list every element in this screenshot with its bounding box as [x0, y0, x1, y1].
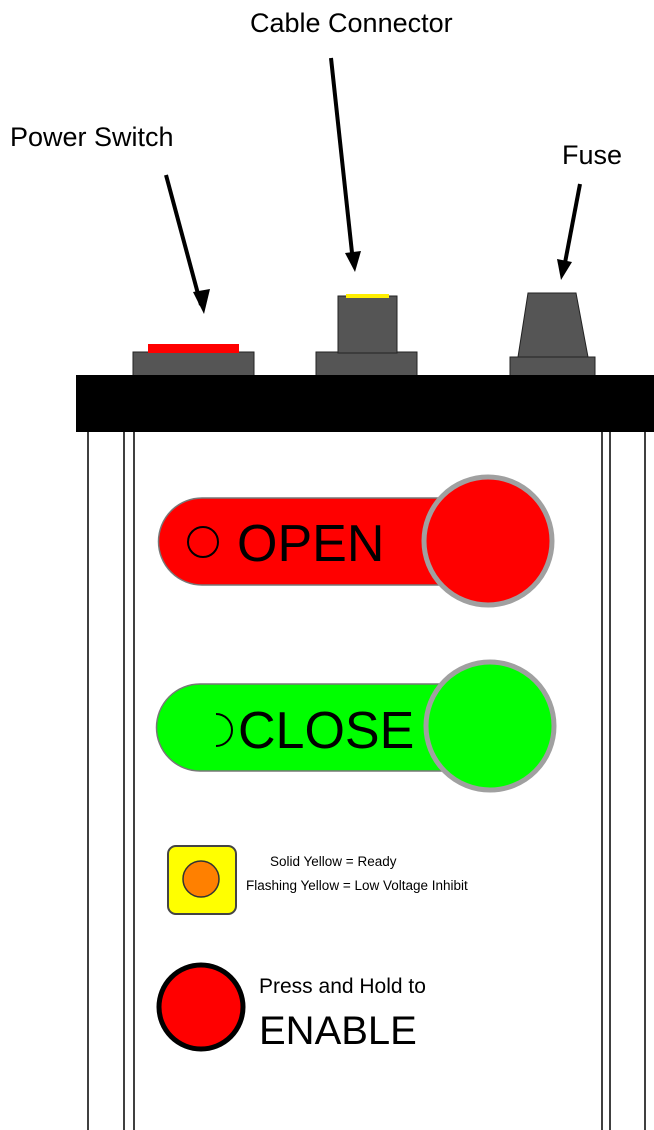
status-indicator: Solid Yellow = Ready Flashing Yellow = L…: [167, 845, 468, 915]
status-lamp: [182, 860, 220, 898]
fuse-label: Fuse: [562, 140, 623, 170]
open-knob[interactable]: [421, 474, 555, 608]
enable-button[interactable]: Press and Hold to ENABLE: [156, 962, 426, 1053]
cable-connector: [315, 294, 418, 377]
indicator-solid-text: Solid Yellow = Ready: [270, 854, 397, 869]
close-button[interactable]: CLOSE: [155, 659, 557, 793]
fuse: [509, 292, 596, 377]
close-indicator-arc: [215, 713, 233, 747]
device-body-frame: [87, 432, 646, 1130]
enable-instruction-text: Press and Hold to: [259, 975, 426, 998]
fuse-arrow: [562, 183, 582, 269]
power-switch-arrow: [164, 174, 203, 306]
power-switch-arrowhead: [193, 289, 210, 314]
open-button-label: OPEN: [237, 515, 384, 573]
enable-knob[interactable]: [156, 962, 246, 1052]
cable-connector-arrowhead: [345, 251, 361, 272]
power-switch: [132, 344, 255, 377]
device-top-cap: [76, 375, 654, 432]
open-button[interactable]: OPEN: [157, 474, 555, 608]
open-indicator-ring: [187, 526, 219, 558]
enable-label: ENABLE: [259, 1009, 417, 1053]
callout-arrows: [164, 57, 582, 314]
cable-connector-arrow: [329, 57, 355, 263]
close-knob[interactable]: [423, 659, 557, 793]
indicator-flashing-text: Flashing Yellow = Low Voltage Inhibit: [246, 878, 468, 893]
power-switch-label: Power Switch: [10, 122, 174, 152]
cable-connector-label: Cable Connector: [250, 8, 453, 38]
close-button-label: CLOSE: [238, 702, 414, 760]
fuse-arrowhead: [557, 259, 572, 280]
